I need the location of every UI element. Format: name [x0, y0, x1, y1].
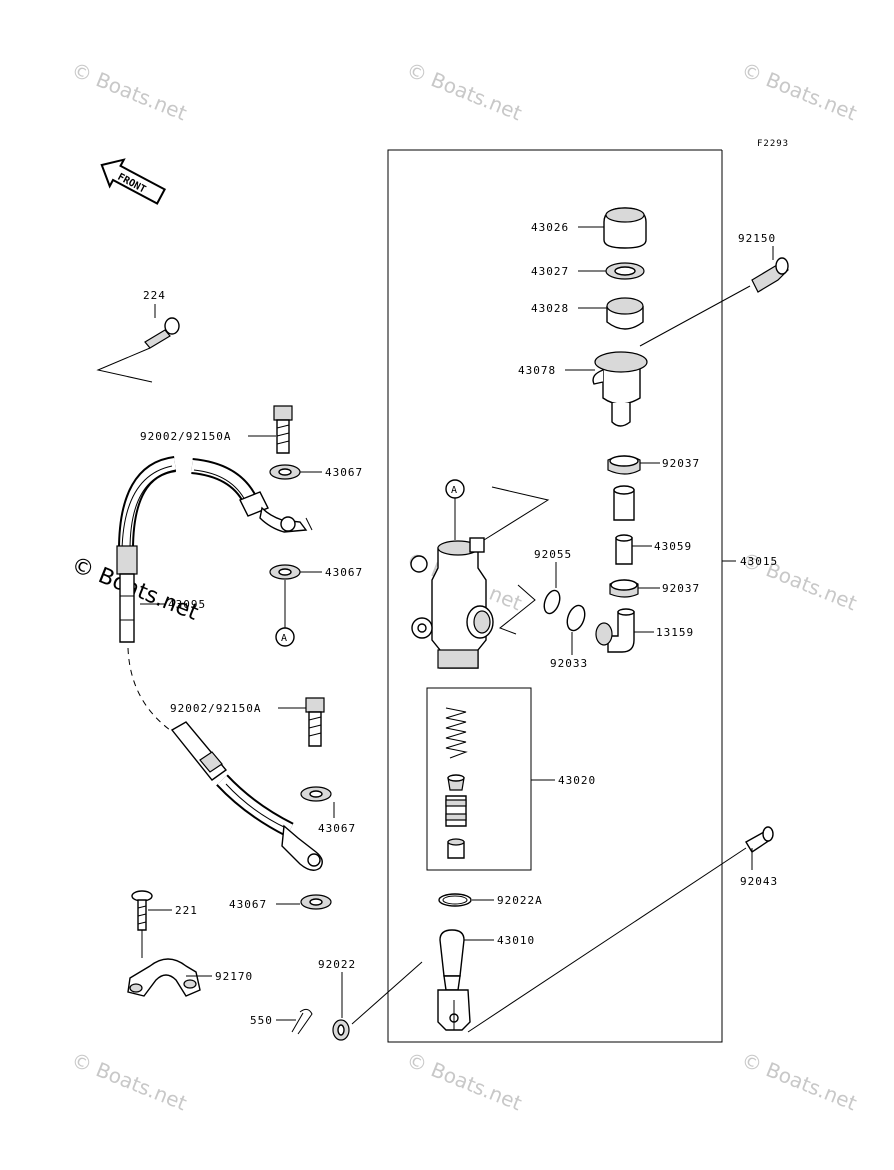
label-92170: 92170: [215, 970, 253, 983]
watermark-top-left: © Boats.net: [68, 57, 190, 125]
label-92150: 92150: [738, 232, 776, 245]
label-43059: 43059: [654, 540, 692, 553]
push-rod-43010-icon: [437, 929, 471, 1031]
label-43027: 43027: [531, 265, 569, 278]
label-43067-3: 43067: [318, 822, 356, 835]
label-43026: 43026: [531, 221, 569, 234]
piston-kit-43020-icon: [445, 707, 468, 859]
label-43078: 43078: [518, 364, 556, 377]
diaphragm-plate-43027-icon: [605, 262, 645, 280]
bolt-224-icon: [144, 317, 180, 349]
label-43028: 43028: [531, 302, 569, 315]
watermark-bottom-left: © Boats.net: [68, 1047, 190, 1115]
washer-43067-4-icon: [300, 894, 332, 910]
label-13159: 13159: [656, 626, 694, 639]
label-43067-4: 43067: [229, 898, 267, 911]
piston-kit-43020-box: [426, 687, 532, 871]
label-43010: 43010: [497, 934, 535, 947]
washer-43067-2-icon: [269, 564, 301, 580]
banjo-bolt-bottom-icon: [305, 697, 325, 747]
callout-a-left: [275, 627, 295, 647]
clamp-92170-icon: [127, 958, 201, 997]
clamp-92037-2-icon: [609, 579, 639, 598]
watermark-top-right: © Boats.net: [738, 57, 860, 125]
clamp-92037-1-icon: [607, 455, 641, 475]
brake-hose-43095-icon: [116, 456, 323, 871]
label-92022a: 92022A: [497, 894, 543, 907]
circlip-92033-icon: [566, 604, 586, 632]
label-43095: 43095: [168, 598, 206, 611]
master-cylinder-body-icon: [410, 537, 494, 669]
callout-a-left-label: A: [281, 633, 287, 644]
fitting-13159-icon: [595, 608, 635, 653]
watermark-bottom-center: © Boats.net: [403, 1047, 525, 1115]
label-43020: 43020: [558, 774, 596, 787]
label-92037-1: 92037: [662, 457, 700, 470]
reservoir-43078-icon: [592, 351, 648, 427]
label-550: 550: [250, 1014, 273, 1027]
cotter-pin-550-icon: [291, 1008, 313, 1035]
label-92033: 92033: [550, 657, 588, 670]
washer-92022-icon: [332, 1019, 350, 1041]
label-43067-2: 43067: [325, 566, 363, 579]
screw-221-icon: [131, 890, 153, 931]
label-224: 224: [143, 289, 166, 302]
washer-43067-1-icon: [269, 464, 301, 480]
watermark-top-center: © Boats.net: [403, 57, 525, 125]
cap-43026-icon: [603, 207, 647, 249]
label-92043: 92043: [740, 875, 778, 888]
bolt-92150-icon: [751, 257, 789, 293]
banjo-bolt-top-icon: [273, 405, 293, 454]
hose-43059-icon: [613, 485, 635, 565]
washer-43067-3-icon: [300, 786, 332, 802]
label-92037-2: 92037: [662, 582, 700, 595]
callout-a-body-label: A: [451, 485, 457, 496]
pin-92043-icon: [745, 826, 774, 853]
watermark-bottom-right: © Boats.net: [738, 1047, 860, 1115]
diaphragm-43028-icon: [606, 297, 644, 330]
label-221: 221: [175, 904, 198, 917]
label-92002-top: 92002/92150A: [140, 430, 231, 443]
label-43067-1: 43067: [325, 466, 363, 479]
callout-a-body: [445, 479, 465, 499]
assembly-frame-43015: [387, 149, 723, 1043]
circlip-92022a-icon: [438, 893, 472, 907]
label-92055: 92055: [534, 548, 572, 561]
o-ring-92055-icon: [543, 589, 561, 615]
figure-code: F2293: [757, 139, 789, 149]
label-92002-bottom: 92002/92150A: [170, 702, 261, 715]
label-92022: 92022: [318, 958, 356, 971]
front-arrow-icon: FRONT: [100, 158, 167, 205]
label-43015: 43015: [740, 555, 778, 568]
